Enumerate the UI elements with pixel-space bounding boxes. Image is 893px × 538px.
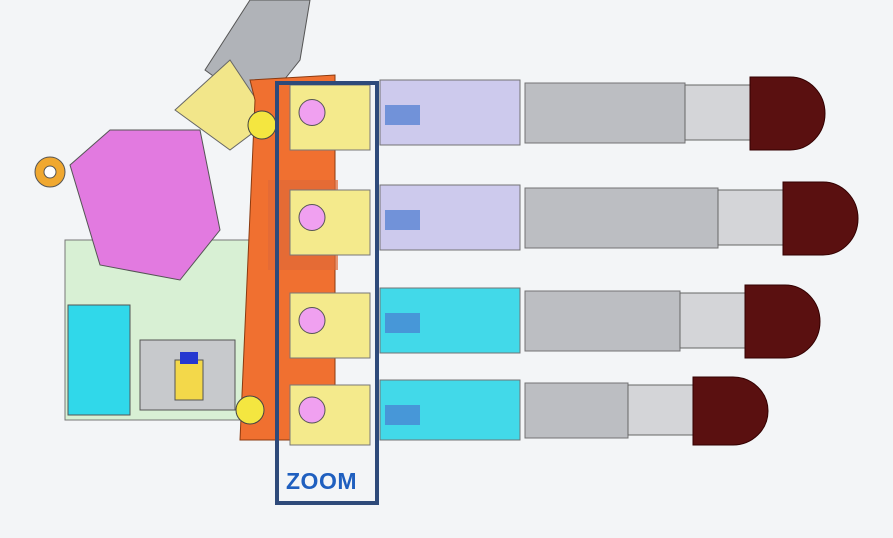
finger-3-pulley xyxy=(385,313,420,333)
finger-4-fingertip xyxy=(692,376,769,446)
finger-2-distal-phalanx xyxy=(717,189,789,246)
pink-tendon-module xyxy=(69,129,221,281)
finger-3-distal-phalanx xyxy=(679,292,751,349)
finger-1-distal-phalanx xyxy=(684,84,756,141)
finger-3-fingertip xyxy=(744,284,821,359)
finger-1-middle-phalanx xyxy=(524,82,686,144)
finger-4-distal-phalanx xyxy=(627,384,699,436)
finger-2-fingertip xyxy=(782,181,859,256)
zoom-box xyxy=(275,81,379,505)
finger-3-pivot xyxy=(298,307,326,334)
finger-2-pulley xyxy=(385,210,420,230)
finger-2-middle-phalanx xyxy=(524,187,719,249)
yellow-bearing-bottom xyxy=(235,395,265,425)
finger-3-middle-phalanx xyxy=(524,290,681,352)
finger-4-middle-phalanx xyxy=(524,382,629,439)
yellow-bearing-top xyxy=(247,110,277,140)
spring-icon xyxy=(174,352,204,401)
cyan-block xyxy=(67,304,131,416)
finger-1-fingertip xyxy=(749,76,826,151)
finger-4-pivot xyxy=(298,396,326,424)
finger-4-pulley xyxy=(385,405,420,425)
finger-1-pulley xyxy=(385,105,420,125)
finger-2-pivot xyxy=(298,204,326,231)
finger-1-pivot xyxy=(298,99,326,126)
zoom-label: ZOOM xyxy=(286,468,357,494)
